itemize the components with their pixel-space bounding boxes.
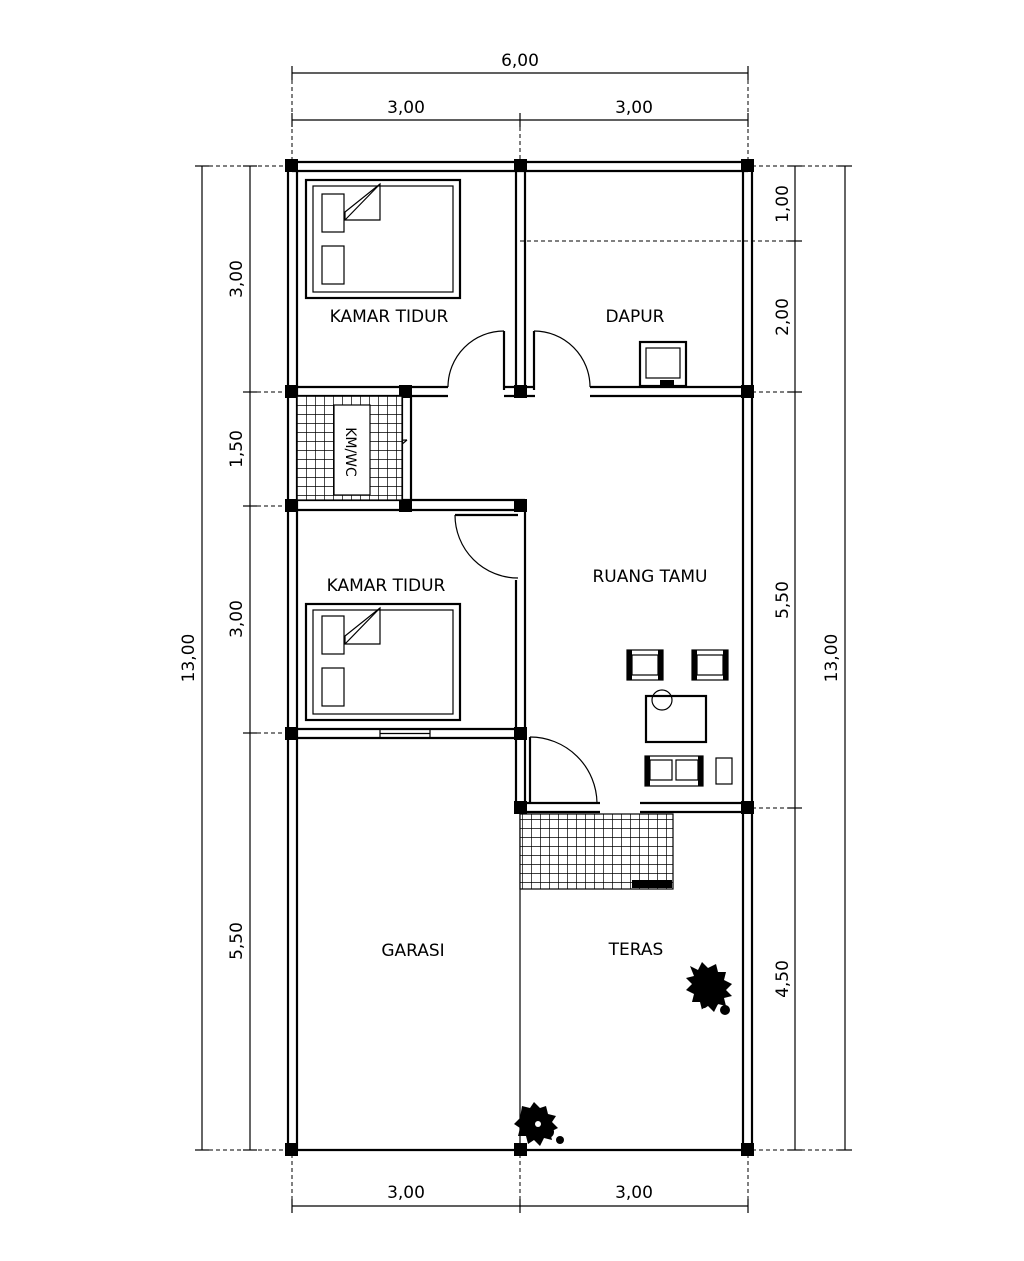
dim-right-total: 13,00 [822,634,842,683]
tiled-floors [296,395,674,890]
room-label-kitchen: DAPUR [606,307,665,327]
dim-top-total: 6,00 [501,51,539,71]
dim-bottom-right: 3,00 [615,1183,653,1203]
dim-right-3: 5,50 [773,581,793,619]
plant-icon [686,962,732,1016]
room-labels: KAMAR TIDUR DAPUR KM/WC KAMAR TIDUR RUAN… [327,307,708,961]
room-label-terrace: TERAS [608,940,664,960]
room-label-living: RUANG TAMU [593,567,708,587]
living-furniture [626,649,733,787]
columns [285,159,754,1156]
room-label-garage: GARASI [381,941,444,961]
dim-left-3: 3,00 [227,600,247,638]
stove-icon [638,340,688,388]
room-label-bedroom-top: KAMAR TIDUR [330,307,449,327]
terrace-tiles [519,813,674,890]
room-label-bathroom: KM/WC [342,427,358,477]
dimension-labels: 6,00 3,00 3,00 3,00 3,00 13,00 3,00 1,50… [179,51,842,1203]
dim-top-left: 3,00 [387,98,425,118]
dim-left-1: 3,00 [227,260,247,298]
room-label-bedroom-mid: KAMAR TIDUR [327,576,446,596]
dim-left-4: 5,50 [227,922,247,960]
bed-top [304,178,462,300]
dim-bottom-left: 3,00 [387,1183,425,1203]
dim-right-1: 1,00 [773,185,793,223]
dim-left-2: 1,50 [227,430,247,468]
dim-right-4: 4,50 [773,960,793,998]
bed-mid [304,602,462,722]
dim-top-right: 3,00 [615,98,653,118]
dimension-lines [195,66,852,1213]
dim-left-total: 13,00 [179,634,199,683]
plant-icon [514,1102,564,1146]
dim-right-2: 2,00 [773,298,793,336]
